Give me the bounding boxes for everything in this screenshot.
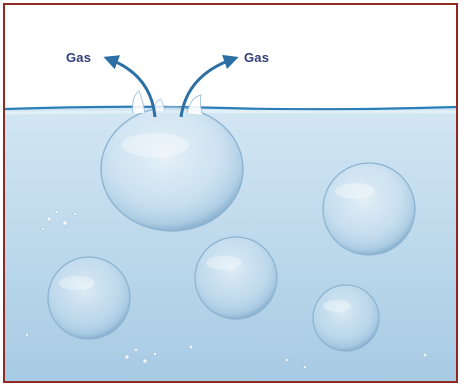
diagram-frame: Gas Gas	[3, 3, 458, 383]
bubble-right-lower	[313, 285, 379, 351]
gas-label-left: Gas	[66, 50, 91, 65]
bubble-right-upper	[323, 163, 415, 255]
gas-label-right: Gas	[244, 50, 269, 65]
bubble-center	[195, 237, 277, 319]
bubble-left	[48, 257, 130, 339]
